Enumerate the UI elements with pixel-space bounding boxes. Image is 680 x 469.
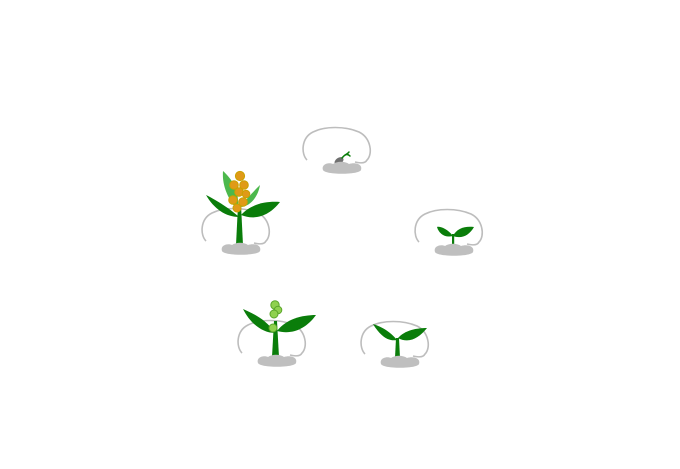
- dome-outline: [414, 208, 484, 246]
- fruit: [239, 180, 249, 190]
- seedling-icon: [437, 226, 474, 246]
- fruit: [232, 203, 242, 213]
- dome-outline: [302, 126, 372, 164]
- stage-fruiting-plant: [201, 170, 280, 255]
- soil-mound: [434, 243, 474, 256]
- bud: [268, 323, 278, 333]
- stage-flowering-plant: [237, 300, 316, 367]
- stage-seedling: [414, 208, 484, 256]
- fruiting-plant-icon: [206, 170, 280, 245]
- flowering-plant-icon: [243, 300, 316, 357]
- young-plant-icon: [373, 324, 427, 358]
- fruit: [241, 189, 251, 199]
- fruit: [238, 197, 248, 207]
- soil-mound: [257, 354, 297, 367]
- bud: [269, 309, 279, 319]
- fruit: [234, 170, 246, 182]
- fruit: [228, 195, 238, 205]
- stage-seed: [302, 126, 372, 174]
- stage-young-plant: [360, 320, 430, 368]
- soil-mound: [322, 161, 362, 174]
- soil-mound: [221, 242, 261, 255]
- soil-mound: [380, 355, 420, 368]
- fruit: [229, 180, 239, 190]
